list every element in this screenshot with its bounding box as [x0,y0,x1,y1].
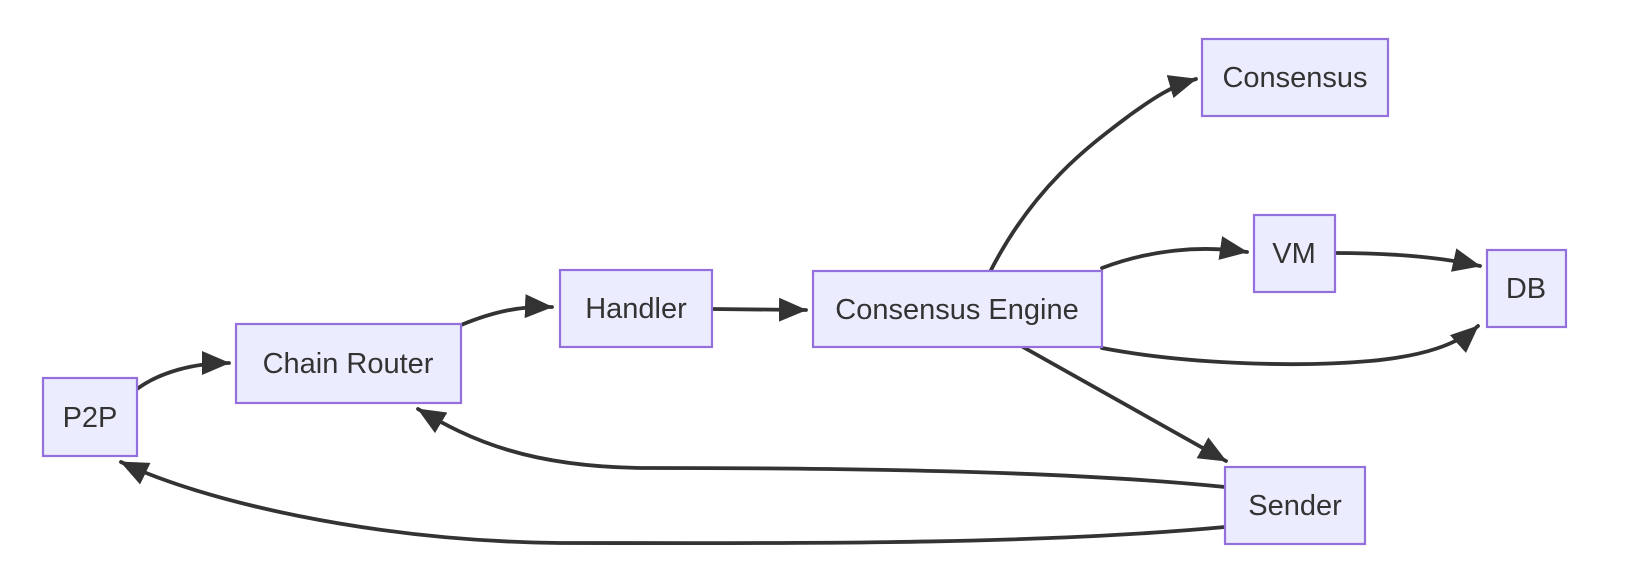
node-vm-box [1252,213,1337,294]
edge-vm-to-db [1333,248,1482,272]
edge-sender-to-chain-router [416,407,1227,489]
node-vm-label: VM [1272,238,1316,270]
node-consensus-engine: Consensus Engine [811,269,1104,349]
node-chain-router-label: Chain Router [263,348,434,380]
node-p2p: P2P [41,376,139,458]
node-handler: Handler [558,268,714,349]
edge-p2p-to-chain-router [135,351,231,391]
node-p2p-label: P2P [63,402,118,434]
node-consensus-engine-label: Consensus Engine [835,294,1078,326]
node-p2p-box [41,376,139,458]
node-sender-box [1223,465,1367,546]
edge-chain-router-to-handler [459,294,554,327]
edge-sender-to-p2p [119,460,1227,546]
node-sender-label: Sender [1248,490,1342,522]
edge-consensus-engine-to-vm [1100,236,1249,270]
edge-group [119,75,1482,546]
node-consensus-label: Consensus [1222,62,1367,94]
node-handler-box [558,268,714,349]
node-db-box [1485,248,1568,329]
node-sender: Sender [1223,465,1367,546]
edge-consensus-engine-to-db [1100,324,1480,367]
node-db-label: DB [1506,273,1546,305]
edge-consensus-engine-to-consensus [989,75,1198,272]
node-chain-router: Chain Router [234,322,463,405]
node-consensus: Consensus [1200,37,1390,118]
node-vm: VM [1252,213,1337,294]
node-group: P2P Chain Router Handler Consensus Engin… [41,37,1568,546]
node-handler-label: Handler [585,293,687,325]
node-consensus-box [1200,37,1390,118]
node-chain-router-box [234,322,463,405]
node-db: DB [1485,248,1568,329]
node-consensus-engine-box [811,269,1104,349]
edge-consensus-engine-to-sender [1021,345,1228,463]
edge-handler-to-consensus-engine [710,297,808,322]
